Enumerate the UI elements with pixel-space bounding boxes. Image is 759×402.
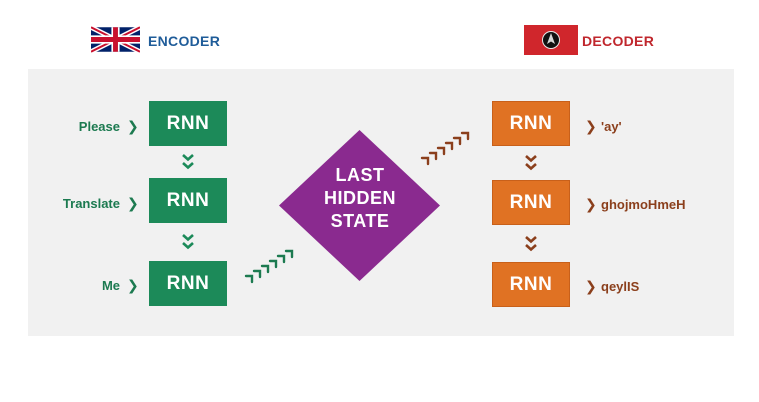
encoder-to-state-arrow-icon: [244, 249, 294, 284]
hidden-state-line: STATE: [330, 211, 390, 231]
state-to-decoder-arrow-icon: [420, 131, 470, 166]
decoder-output-label: 'ay': [601, 119, 622, 134]
klingon-flag-icon: [524, 25, 578, 55]
decoder-rnn-cell: RNN: [492, 101, 570, 146]
hidden-state-line: HIDDEN: [323, 188, 396, 208]
encoder-rnn-cell: RNN: [149, 178, 227, 223]
decoder-output-label: ghojmoHmeH: [601, 197, 686, 212]
decoder-title: DECODER: [582, 33, 655, 49]
encoder-input-label: Me: [101, 278, 120, 293]
down-chevron-icon: [182, 234, 194, 250]
input-arrow-icon: ❯: [127, 118, 139, 134]
encoder-input-label: Translate: [62, 196, 120, 211]
down-chevron-icon: [525, 155, 537, 171]
decoder-output-label: qeylIS: [601, 279, 640, 294]
hidden-state-line: LAST: [335, 165, 385, 185]
decoder-rnn-cell: RNN: [492, 180, 570, 225]
hidden-state-label: LAST HIDDEN STATE: [298, 164, 422, 233]
decoder-rnn-cell: RNN: [492, 262, 570, 307]
input-arrow-icon: ❯: [127, 195, 139, 211]
output-arrow-icon: ❯: [585, 278, 597, 294]
encoder-input-label: Please: [78, 119, 120, 134]
down-chevron-icon: [182, 154, 194, 170]
uk-flag-icon: [91, 26, 140, 53]
encoder-title: ENCODER: [148, 33, 221, 49]
encoder-rnn-cell: RNN: [149, 261, 227, 306]
encoder-rnn-cell: RNN: [149, 101, 227, 146]
hidden-state-diamond: [279, 130, 440, 281]
output-arrow-icon: ❯: [585, 118, 597, 134]
input-arrow-icon: ❯: [127, 277, 139, 293]
down-chevron-icon: [525, 236, 537, 252]
output-arrow-icon: ❯: [585, 196, 597, 212]
